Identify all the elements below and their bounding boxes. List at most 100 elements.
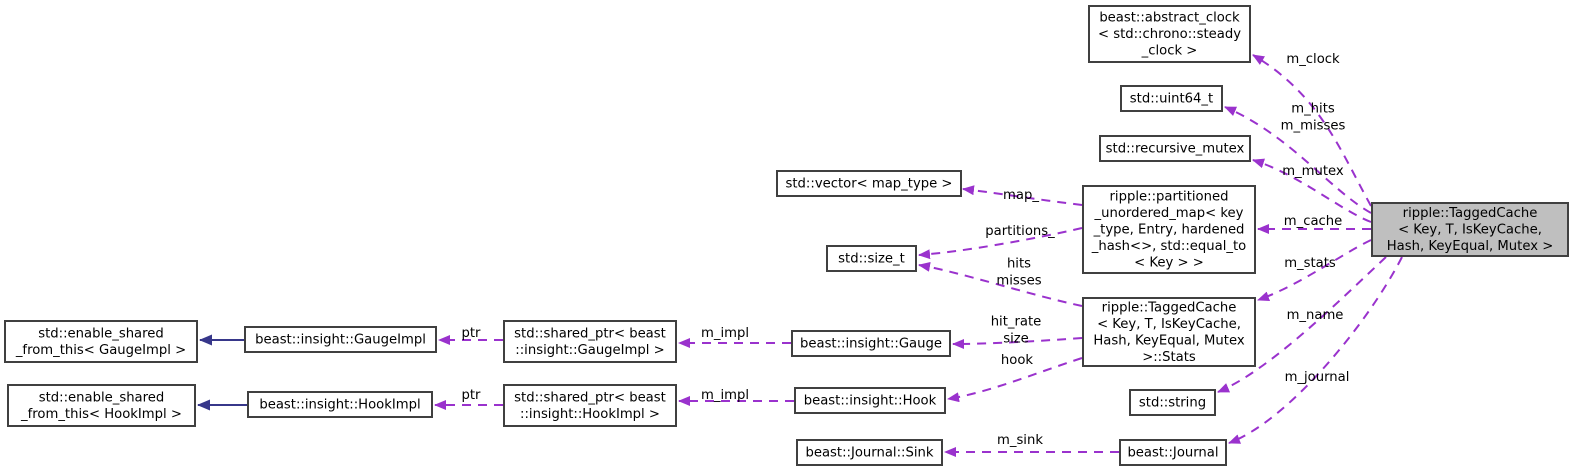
node-label: std::uint64_t — [1130, 92, 1213, 107]
node-box — [503, 320, 677, 363]
node-box — [1082, 297, 1256, 367]
node-box — [1088, 5, 1251, 63]
node-label: std::enable_shared_from_this< HookImpl > — [20, 390, 182, 422]
usage-edge — [918, 261, 1083, 307]
node-label: beast::insight::Gauge — [800, 337, 942, 352]
node-label: beast::Journal — [1127, 446, 1218, 461]
edge-label: m_impl — [701, 326, 749, 341]
node-label: beast::Journal::Sink — [805, 446, 933, 461]
edge-label: map_ — [1003, 188, 1039, 203]
edge-line-e-m_hits-m_misses — [1224, 106, 1372, 214]
node-box — [826, 245, 917, 272]
node-label: ripple::TaggedCache< Key, T, IsKeyCache,… — [1387, 206, 1554, 254]
usage-edge — [918, 227, 1083, 260]
edge-label: partitions_ — [985, 224, 1055, 239]
node-box — [1120, 85, 1223, 112]
node-box — [1119, 439, 1227, 466]
usage-edge — [1217, 256, 1387, 393]
edge-label: m_impl — [701, 388, 749, 403]
usage-edge — [1252, 158, 1372, 223]
node-label: std::shared_ptr< beast::insight::HookImp… — [514, 390, 666, 422]
node-box — [1371, 202, 1569, 257]
node-box — [794, 387, 946, 414]
usage-edge — [962, 185, 1083, 206]
edge-line-e-hits-misses — [918, 261, 1083, 307]
class-node-tagged_cache[interactable]: ripple::TaggedCache< Key, T, IsKeyCache,… — [1371, 202, 1569, 257]
edges-layer — [197, 54, 1403, 457]
node-label: ripple::TaggedCache< Key, T, IsKeyCache,… — [1093, 300, 1244, 365]
edge-label: m_clock — [1286, 52, 1340, 67]
class-node-tagged_cache_stats[interactable]: ripple::TaggedCache< Key, T, IsKeyCache,… — [1082, 297, 1256, 367]
edge-label: m_cache — [1284, 214, 1343, 229]
class-node-size_t[interactable]: std::size_t — [826, 245, 917, 272]
node-box — [791, 330, 951, 357]
node-box — [244, 326, 437, 353]
edge-label: hook — [1001, 353, 1033, 368]
edge-line-e-partitions_ — [918, 227, 1083, 260]
usage-edge — [1228, 256, 1403, 444]
node-label: beast::abstract_clock< std::chrono::stea… — [1098, 11, 1241, 59]
usage-edge — [947, 357, 1083, 403]
edge-label: m_journal — [1285, 370, 1350, 385]
usage-edge — [1252, 54, 1372, 207]
node-label: std::string — [1139, 396, 1206, 411]
class-node-hook[interactable]: beast::insight::Hook — [794, 387, 946, 414]
node-label: std::size_t — [838, 252, 905, 267]
node-label: beast::insight::Hook — [804, 394, 937, 409]
node-label: std::vector< map_type > — [786, 177, 953, 192]
node-label: std::enable_shared_from_this< GaugeImpl … — [15, 326, 186, 358]
class-node-enable_shared_hookimpl[interactable]: std::enable_shared_from_this< HookImpl > — [7, 384, 196, 427]
class-node-gauge[interactable]: beast::insight::Gauge — [791, 330, 951, 357]
usage-edge — [952, 337, 1083, 349]
class-node-partitioned_unordered_map[interactable]: ripple::partitioned_unordered_map< key_t… — [1082, 185, 1256, 274]
class-node-uint64_t[interactable]: std::uint64_t — [1120, 85, 1223, 112]
edge-label: m_mutex — [1282, 164, 1344, 179]
node-label: ripple::partitioned_unordered_map< key_t… — [1091, 190, 1246, 271]
class-node-recursive_mutex[interactable]: std::recursive_mutex — [1099, 135, 1251, 162]
node-box — [4, 320, 198, 363]
node-box — [247, 391, 433, 418]
edge-line-e-map_ — [962, 185, 1083, 206]
node-box — [796, 439, 943, 466]
class-node-shared_ptr_gaugeimpl[interactable]: std::shared_ptr< beast::insight::GaugeIm… — [503, 320, 677, 363]
edge-label: m_stats — [1284, 256, 1336, 271]
class-node-enable_shared_gaugeimpl[interactable]: std::enable_shared_from_this< GaugeImpl … — [4, 320, 198, 363]
class-node-vector_map_type[interactable]: std::vector< map_type > — [776, 170, 962, 197]
edge-label: ptr — [462, 388, 482, 403]
edge-label: ptr — [462, 326, 482, 341]
node-box — [1129, 389, 1216, 416]
edge-line-e-m_mutex — [1252, 158, 1372, 223]
class-node-shared_ptr_hookimpl[interactable]: std::shared_ptr< beast::insight::HookImp… — [503, 384, 677, 427]
node-box — [503, 384, 677, 427]
nodes-layer: beast::abstract_clock< std::chrono::stea… — [4, 5, 1569, 466]
edge-label: m_name — [1287, 308, 1344, 323]
node-label: beast::insight::HookImpl — [259, 398, 420, 413]
node-label: beast::insight::GaugeImpl — [255, 333, 426, 348]
class-node-journal[interactable]: beast::Journal — [1119, 439, 1227, 466]
class-node-journal_sink[interactable]: beast::Journal::Sink — [796, 439, 943, 466]
node-label: std::recursive_mutex — [1106, 142, 1245, 157]
usage-edge — [1224, 106, 1372, 214]
node-box — [7, 384, 196, 427]
class-node-hook_impl[interactable]: beast::insight::HookImpl — [247, 391, 433, 418]
class-node-string[interactable]: std::string — [1129, 389, 1216, 416]
node-label: std::shared_ptr< beast::insight::GaugeIm… — [514, 326, 666, 358]
edge-line-e-m_name — [1217, 256, 1387, 393]
node-box — [1082, 185, 1256, 274]
class-node-abstract_clock[interactable]: beast::abstract_clock< std::chrono::stea… — [1088, 5, 1251, 63]
edge-line-e-m_clock — [1252, 54, 1372, 207]
node-box — [776, 170, 962, 197]
edge-line-e-hook — [947, 357, 1083, 403]
class-node-gauge_impl[interactable]: beast::insight::GaugeImpl — [244, 326, 437, 353]
node-box — [1099, 135, 1251, 162]
usage-edge — [1257, 239, 1372, 302]
edge-line-e-hit_rate-size — [952, 337, 1083, 349]
edge-label: m_sink — [997, 433, 1043, 448]
edge-line-e-m_stats — [1257, 239, 1372, 302]
